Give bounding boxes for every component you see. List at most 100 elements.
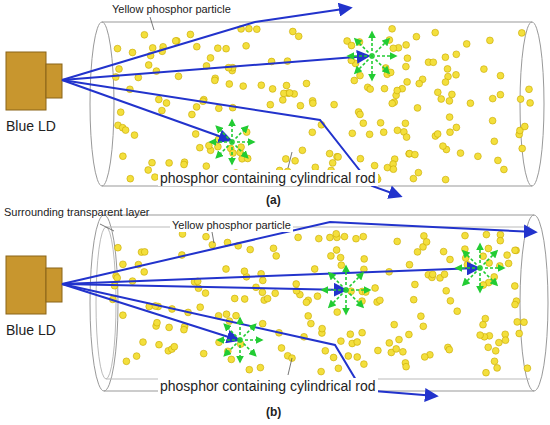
phosphor-particle [181,161,188,168]
phosphor-particle [447,297,454,304]
phosphor-particle [467,100,474,107]
phosphor-particle [122,127,129,134]
phosphor-particle [447,256,454,263]
phosphor-particle [270,245,277,252]
phosphor-particle [303,299,310,306]
phosphor-particle [372,285,379,292]
phosphor-particle [259,289,266,296]
phosphor-particle [246,25,253,32]
phosphor-particle [326,150,333,157]
phosphor-particle [453,51,460,58]
phosphor-particle [410,296,417,303]
phosphor-particle [127,175,134,182]
phosphor-particle [297,102,304,109]
phosphor-particle [319,325,326,332]
phosphor-particle [264,295,271,302]
phosphor-particle [359,329,366,336]
phosphor-particle [303,80,310,87]
emission-ray [240,324,256,340]
phosphor-particle [518,30,525,37]
rod-a [90,22,544,186]
phosphor-particle [449,91,456,98]
phosphor-particle [335,365,342,372]
phosphor-particle [223,45,230,52]
emission-ray [232,141,254,143]
phosphor-particle [453,71,460,78]
phosphor-particle [348,42,355,49]
phosphor-particle [120,312,127,319]
phosphor-particle [482,315,489,322]
emission-ray [372,39,389,56]
phosphor-particle [154,319,161,326]
phosphor-particle [310,100,317,107]
phosphor-particle [501,166,508,173]
callout-label: Yellow phosphor particle [170,219,293,232]
phosphor-particle [253,26,260,33]
phosphor-particle [292,157,299,164]
emission-ray [231,120,233,142]
phosphor-particle [196,144,203,151]
phosphor-particle [430,59,437,66]
phosphor-particle [394,238,401,245]
phosphor-particle [480,282,487,289]
phosphor-particle [440,248,447,255]
phosphor-particle [286,90,293,97]
phosphor-particle [141,269,148,276]
phosphor-particle [412,281,419,288]
phosphor-particle [166,324,173,331]
phosphor-particle [156,341,163,348]
phosphor-particle [495,157,502,164]
phosphor-particle [391,321,398,328]
phosphor-particle [475,153,482,160]
phosphor-particle [354,339,361,346]
phosphor-particle [141,31,148,38]
phosphor-particle [345,353,352,360]
phosphor-particle [438,96,445,103]
phosphor-particle [231,295,238,302]
phosphor-particle [434,131,441,138]
emission-ray [346,289,370,291]
phosphor-particle [322,347,329,354]
phosphor-particle [197,304,204,311]
emission-ray [480,251,497,268]
panel-label: (b) [266,406,281,420]
phosphor-particle [334,309,341,316]
phosphor-particle [420,323,427,330]
emission-ray [329,273,346,290]
emission-ray [372,56,389,73]
phosphor-particle [496,339,503,346]
phosphor-particle [202,290,209,297]
phosphor-particle [480,321,487,328]
rod-b [90,215,548,391]
phosphor-particle [406,331,413,338]
phosphor-particle [418,313,425,320]
phosphor-particle [396,336,403,343]
phosphor-particle [295,33,302,40]
phosphor-particle [517,96,524,103]
phosphor-particle [175,73,182,80]
phosphor-particle [357,155,364,162]
emission-ray [224,324,240,340]
phosphor-particle [521,123,528,130]
phosphor-particle [375,347,382,354]
phosphor-particle [477,332,484,339]
phosphor-particle [440,143,447,150]
phosphor-particle [423,239,430,246]
phosphor-particle [193,43,200,50]
phosphor-particle [258,82,265,89]
phosphor-particle [361,256,368,263]
emission-ray [355,56,372,73]
emission-ray [479,268,481,292]
phosphor-particle [483,231,490,238]
phosphor-particle [145,62,152,69]
phosphor-particle [215,105,222,112]
phosphor-particle [247,246,254,253]
phosphor-particles [109,25,533,376]
phosphor-particle [514,319,521,326]
phosphor-particle [512,301,519,308]
phosphor-particle [403,63,410,70]
phosphor-particle [505,260,512,267]
phosphor-particle [114,45,121,52]
emission-ray [329,290,346,307]
phosphor-particle [140,339,147,346]
